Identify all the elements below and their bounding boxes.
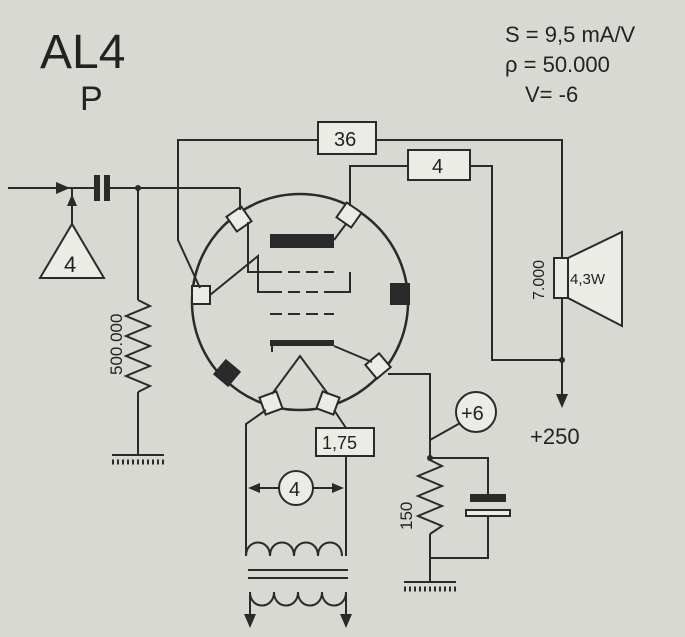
- pin-blank-right: [390, 283, 410, 305]
- grid-resistor-value: 500.000: [107, 314, 126, 375]
- anode-output-wire: [470, 165, 562, 361]
- pin-screen: [191, 285, 211, 305]
- supply-arrow-icon: [556, 394, 568, 408]
- heater-current-box: [315, 427, 375, 457]
- screen-wire: [177, 139, 318, 289]
- tube-title: AL4: [40, 26, 125, 79]
- anode-plate: [270, 234, 334, 248]
- bypass-cap-lead-bottom: [430, 516, 489, 559]
- secondary-arrow-a-icon: [244, 614, 256, 628]
- feedback-resistor-value: 4: [432, 156, 443, 178]
- junction-cathode: [427, 455, 433, 461]
- cathode-voltage-circle: [455, 391, 497, 433]
- pin-cathode: [363, 351, 393, 381]
- speaker-cone: [567, 230, 623, 328]
- bypass-cap-lead-top: [430, 457, 489, 494]
- pin-grid1: [225, 205, 253, 233]
- speaker-power: 4,3W: [570, 271, 606, 288]
- bypass-cap-plate-top: [470, 494, 506, 502]
- cathode-resistor-value: 150: [397, 502, 416, 530]
- bypass-cap-plate-bottom: [465, 509, 511, 517]
- cathode-wire: [388, 373, 431, 460]
- secondary-arrow-b-icon: [340, 614, 352, 628]
- spec-transconductance: S = 9,5 mA/V: [505, 22, 636, 47]
- heater-filament: [271, 354, 329, 395]
- internal-cathode: [333, 345, 373, 363]
- cathode-plate: [270, 340, 334, 346]
- capacitor-plate-left: [94, 175, 100, 201]
- input-level-arrow-icon: [67, 194, 77, 206]
- internal-screen: [209, 253, 270, 296]
- junction-grid: [135, 185, 141, 191]
- speaker-coil: [553, 257, 569, 299]
- anode-voltage: +250: [530, 424, 580, 449]
- junction-supply: [559, 357, 565, 363]
- heater-wire-a: [245, 409, 267, 546]
- heater-span-arrow-left-icon: [248, 483, 260, 493]
- cathode-voltage: +6: [461, 403, 484, 425]
- cathode-resistor: [415, 459, 445, 535]
- heater-voltage: 4: [289, 479, 300, 501]
- pin-anode: [335, 201, 363, 229]
- tube-type: P: [80, 80, 103, 118]
- input-level-triangle: [38, 222, 106, 279]
- heater-current: 1,75: [322, 433, 357, 453]
- spec-resistance: ρ = 50.000: [505, 52, 610, 77]
- internal-suppressor: [334, 272, 351, 293]
- transformer-secondary: [249, 591, 347, 607]
- screen-resistor-value: 36: [334, 129, 356, 151]
- input-level-value: 4: [64, 252, 76, 277]
- capacitor-plate-right: [104, 175, 110, 201]
- cathode-label-lead: [429, 421, 463, 441]
- heater-span-arrow-right-icon: [332, 483, 344, 493]
- internal-anode: [333, 223, 347, 241]
- spec-grid-bias: V= -6: [525, 82, 578, 107]
- transformer-ratio: 7.000: [531, 260, 548, 300]
- pin-heater-b: [315, 390, 341, 416]
- input-arrow-icon: [56, 182, 70, 194]
- pin-heater-a: [258, 390, 284, 416]
- heater-voltage-circle: [278, 470, 314, 506]
- transformer-primary: [245, 541, 343, 557]
- screen-supply-wire: [376, 139, 563, 266]
- grid-resistor: [123, 299, 153, 393]
- pin-blank-left: [212, 358, 242, 388]
- screen-resistor-box: [317, 121, 377, 155]
- internal-grid1: [247, 222, 270, 273]
- anode-wire: [349, 165, 408, 206]
